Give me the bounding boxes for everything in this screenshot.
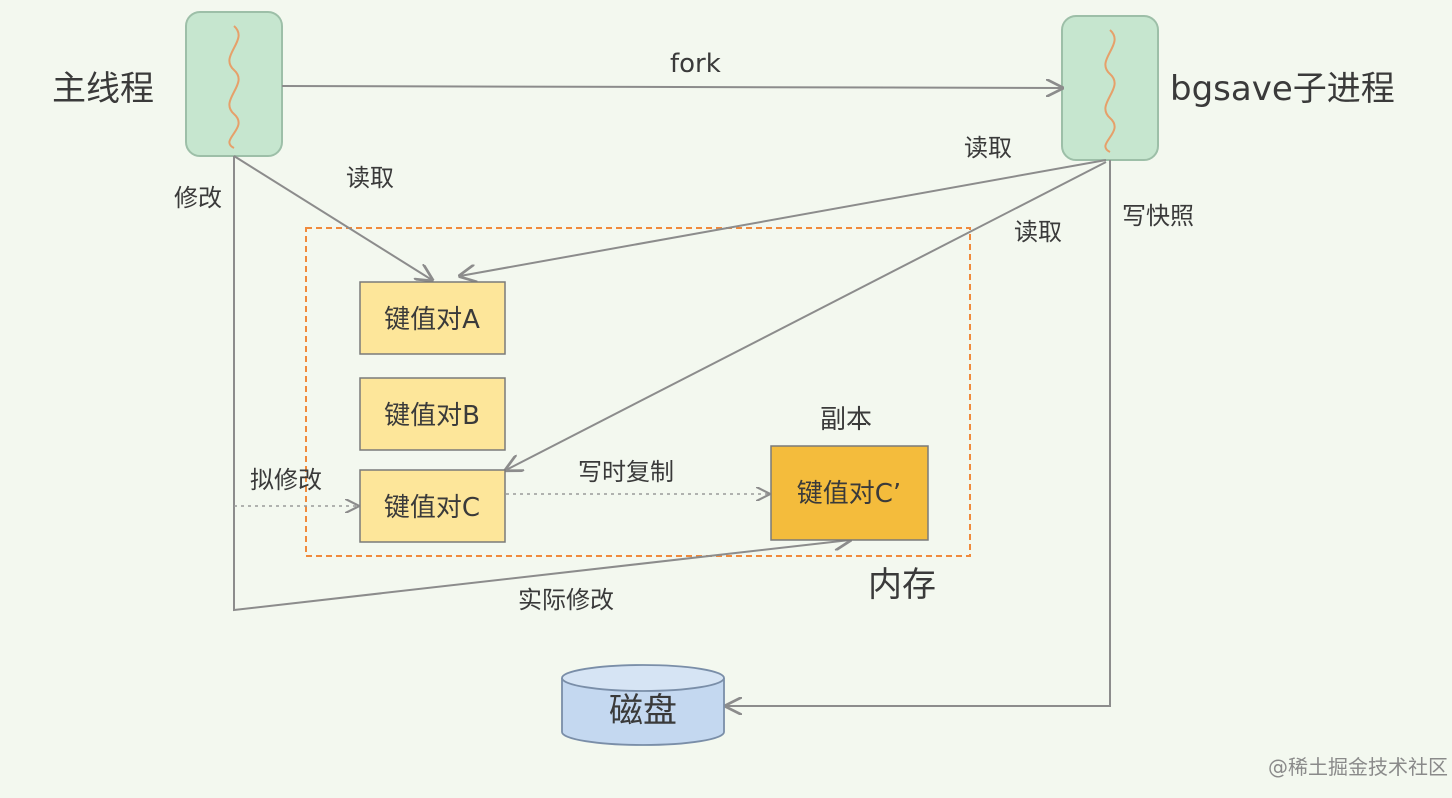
disk-label: 磁盘 — [609, 691, 677, 731]
main-modify-label: 修改 — [174, 184, 222, 212]
kv-c-node: 键值对C — [359, 469, 506, 543]
kv-c-copy-label: 键值对C’ — [797, 479, 901, 509]
fork-label: fork — [670, 49, 721, 79]
kv-c-label: 键值对C — [384, 493, 480, 523]
main-thread-label: 主线程 — [52, 69, 154, 109]
write-snapshot-label: 写快照 — [1122, 202, 1194, 230]
bg-read-c-label: 读取 — [1014, 218, 1062, 246]
kv-c-copy-node: 键值对C’ — [770, 445, 929, 541]
kv-b-label: 键值对B — [384, 401, 480, 431]
thread-icon — [1104, 29, 1116, 153]
kv-b-node: 键值对B — [359, 377, 506, 451]
database-icon — [561, 664, 725, 746]
copy-on-write-label: 写时复制 — [578, 458, 674, 486]
bg-read-a-label: 读取 — [964, 134, 1012, 162]
actual-modify-label: 实际修改 — [518, 586, 614, 614]
bg-read-c-arrow — [506, 161, 1107, 470]
copy-caption: 副本 — [820, 405, 872, 435]
main-read-label: 读取 — [346, 164, 394, 192]
kv-a-node: 键值对A — [359, 281, 506, 355]
bg-read-a-arrow — [460, 159, 1107, 276]
bgsave-process-label: bgsave子进程 — [1170, 69, 1395, 109]
actual-modify-path — [233, 156, 850, 612]
main-read-arrow — [233, 155, 432, 280]
main-thread-node — [185, 11, 283, 157]
bgsave-process-node — [1061, 15, 1159, 161]
disk-node: 磁盘 — [561, 664, 725, 746]
intend-modify-label: 拟修改 — [250, 466, 322, 494]
fork-arrow — [281, 86, 1062, 88]
memory-region — [305, 227, 971, 557]
memory-label: 内存 — [868, 565, 936, 605]
write-snapshot-path — [726, 160, 1111, 706]
kv-a-label: 键值对A — [384, 305, 480, 335]
watermark: @稀土掘金技术社区 — [1268, 755, 1448, 779]
thread-icon — [228, 25, 240, 149]
